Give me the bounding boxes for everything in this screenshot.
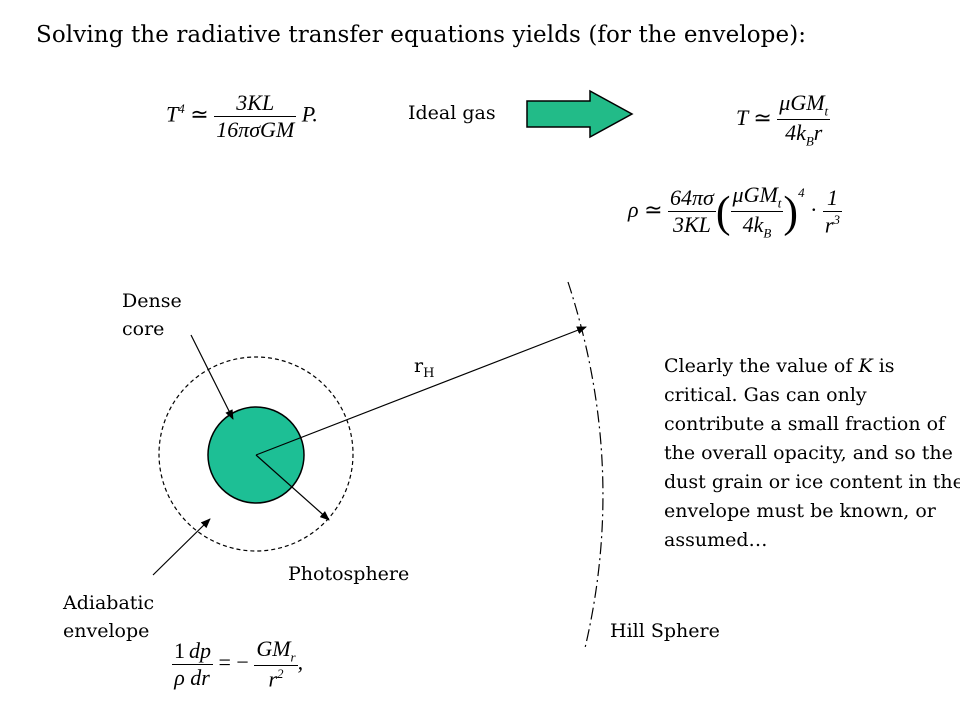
hill-sphere-label: Hill Sphere bbox=[610, 620, 720, 642]
rh-label-text: r bbox=[414, 355, 424, 377]
equation-rho: ρ ≃ 64πσ 3KL ( μGMt 4kB )4 · 1 r3 bbox=[628, 182, 842, 242]
rho-coef-den: 3KL bbox=[672, 212, 711, 238]
t-den-text: 4k bbox=[785, 120, 806, 146]
paragraph-k: K bbox=[858, 355, 873, 377]
paragraph-part-1: Clearly the value of bbox=[664, 355, 859, 377]
ideal-gas-label: Ideal gas bbox=[408, 102, 496, 124]
rho-inner-den-sub: B bbox=[763, 225, 772, 241]
rho-exp: 4 bbox=[798, 184, 805, 200]
t4-lhs-exp: 4 bbox=[178, 101, 185, 117]
t-lhs: T bbox=[736, 104, 748, 130]
adiabatic-line1: Adiabatic bbox=[63, 592, 155, 614]
t4-rel: ≃ bbox=[190, 101, 209, 127]
photosphere-label: Photosphere bbox=[288, 563, 410, 585]
dense-core-label: Dense core bbox=[122, 287, 182, 343]
hydro-b-fraction: dp dr bbox=[187, 638, 213, 691]
t-num-text: μGM bbox=[779, 90, 825, 115]
rho-last-den-text: r bbox=[824, 212, 834, 238]
hydro-c-den-exp: 2 bbox=[277, 666, 284, 682]
rh-label-sub: H bbox=[423, 365, 435, 381]
hydro-rel: = − bbox=[218, 649, 249, 675]
hydro-c-num: GMr bbox=[254, 636, 298, 667]
rho-dot: · bbox=[810, 196, 818, 222]
rho-last-den-exp: 3 bbox=[833, 212, 840, 228]
rho-inner-fraction: μGMt 4kB bbox=[730, 182, 784, 242]
t4-tail: P. bbox=[301, 101, 318, 127]
hydro-a-fraction: 1 ρ bbox=[172, 638, 187, 691]
opacity-paragraph: Clearly the value of K is critical. Gas … bbox=[664, 352, 960, 555]
rho-lhs: ρ bbox=[628, 196, 639, 222]
t-rel: ≃ bbox=[753, 104, 772, 130]
t4-lhs: T bbox=[166, 101, 179, 127]
dense-core-line1: Dense bbox=[122, 290, 182, 312]
rho-coef-fraction: 64πσ 3KL bbox=[668, 185, 716, 238]
hydro-a-den: ρ bbox=[174, 664, 185, 690]
hydro-c-num-sub: r bbox=[290, 649, 296, 665]
equation-t4: T4 ≃ 3KL 16πσGM P. bbox=[166, 90, 318, 143]
rh-label: rH bbox=[414, 352, 434, 388]
adiabatic-arrow bbox=[152, 518, 211, 576]
t-numerator: μGMt bbox=[777, 90, 831, 121]
hydro-c-num-text: GM bbox=[256, 636, 291, 661]
hydro-c-den-text: r bbox=[268, 666, 277, 692]
t-den-sub: B bbox=[805, 133, 814, 149]
rho-inner-den: 4kB bbox=[731, 212, 784, 241]
slide-title: Solving the radiative transfer equations… bbox=[36, 22, 807, 48]
adiabatic-envelope-label: Adiabatic envelope bbox=[63, 589, 154, 645]
rho-last-num: 1 bbox=[822, 185, 842, 213]
t4-denominator: 16πσGM bbox=[216, 117, 295, 142]
hydro-a-num: 1 bbox=[172, 637, 187, 665]
t-fraction: μGMt 4kBr bbox=[777, 90, 831, 150]
rho-coef-num: 64πσ bbox=[668, 185, 716, 213]
photosphere-arrow bbox=[255, 454, 330, 521]
hydro-c-fraction: GMr r2 bbox=[254, 636, 298, 693]
t-den-tail: r bbox=[813, 120, 823, 146]
photosphere-circle bbox=[158, 356, 354, 552]
rho-inner-num-sub: t bbox=[777, 195, 782, 211]
t-denominator: 4kBr bbox=[777, 120, 830, 149]
t-num-sub: t bbox=[824, 103, 829, 119]
rho-left-paren: ( bbox=[715, 187, 731, 237]
dense-core-arrow bbox=[190, 334, 234, 420]
equation-t: T ≃ μGMt 4kBr bbox=[736, 90, 831, 150]
t4-fraction: 3KL 16πσGM bbox=[214, 90, 297, 143]
rho-inner-num-text: μGM bbox=[732, 182, 778, 207]
dense-core-line2: core bbox=[122, 318, 165, 340]
hydro-b-num: dp bbox=[187, 637, 213, 665]
rh-arrow bbox=[255, 326, 587, 456]
rho-last-den: r3 bbox=[823, 212, 842, 238]
hill-sphere-arc bbox=[567, 281, 604, 649]
rho-inner-num: μGMt bbox=[730, 182, 784, 213]
paragraph-part-2: is critical. Gas can only contribute a s… bbox=[664, 355, 960, 551]
green-arrow-icon bbox=[526, 89, 634, 139]
adiabatic-line2: envelope bbox=[63, 620, 150, 642]
rho-last-fraction: 1 r3 bbox=[822, 185, 842, 238]
hydro-c-den: r2 bbox=[254, 666, 297, 692]
hydro-b-den: dr bbox=[190, 664, 210, 690]
rho-inner-den-text: 4k bbox=[742, 212, 764, 238]
rho-right-paren: ) bbox=[783, 187, 799, 237]
hydro-tail: , bbox=[297, 649, 304, 675]
rho-rel: ≃ bbox=[644, 196, 663, 222]
t4-numerator: 3KL bbox=[214, 90, 297, 117]
equation-hydrostatic: 1 ρ dp dr = − GMr r2 , bbox=[172, 636, 303, 693]
